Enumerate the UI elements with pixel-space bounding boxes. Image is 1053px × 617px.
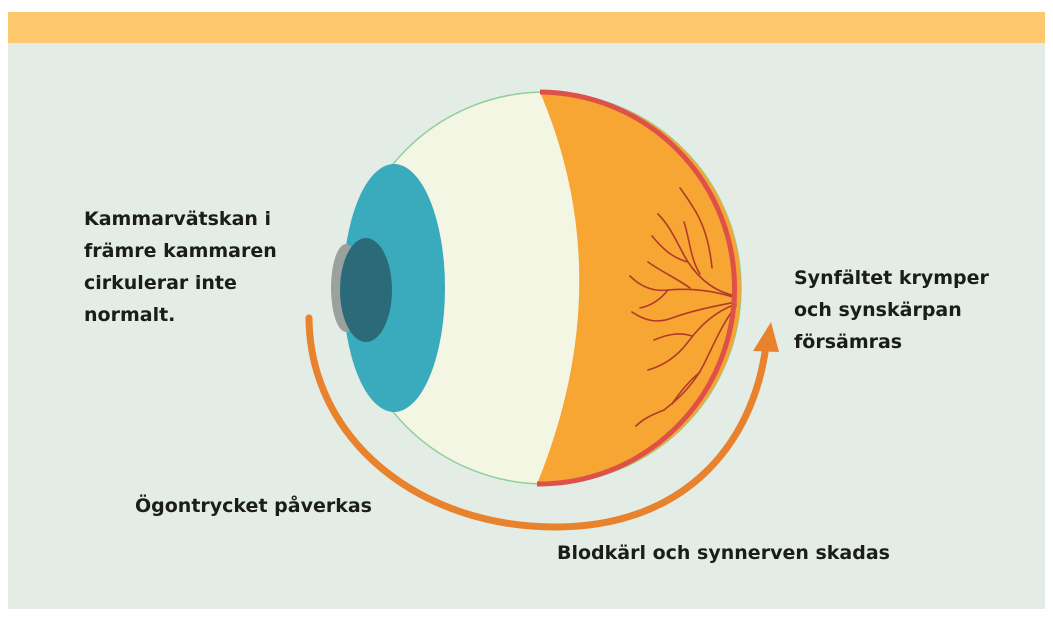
eyeball-illustration [331, 92, 760, 484]
vessel-damage-label: Blodkärl och synnerven skadas [557, 537, 890, 569]
visual-field-label: Synfältet krymper och synskärpan försämr… [794, 262, 1034, 358]
pupil [340, 238, 392, 342]
aqueous-humor-label: Kammarvätskan i främre kammaren cirkuler… [84, 203, 324, 331]
arrow-head [753, 322, 779, 352]
eye-pressure-label: Ögontrycket påverkas [135, 490, 372, 522]
